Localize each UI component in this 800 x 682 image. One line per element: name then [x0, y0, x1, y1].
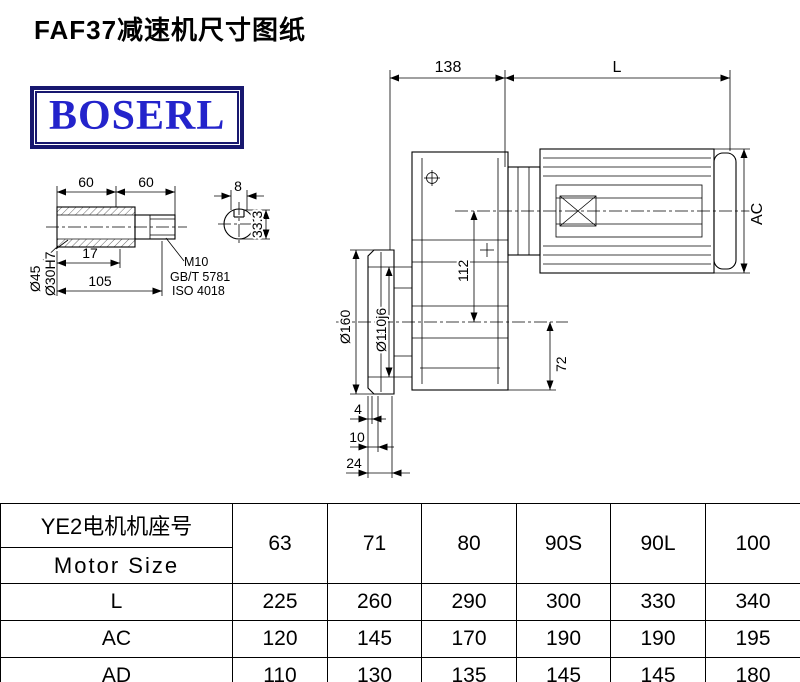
table-cell: 340: [705, 583, 800, 621]
motor-size-col-71: 71: [327, 503, 422, 584]
shaft-dim-60-left: 60: [78, 174, 94, 190]
table-cell: 145: [327, 620, 422, 658]
table-cell: 145: [516, 657, 611, 682]
table-cell: 300: [516, 583, 611, 621]
table-header-row: YE2电机机座号 Motor Size 63 71 80 90S 90L 100: [0, 503, 800, 584]
row-AD-label: AD: [0, 657, 233, 682]
table-cell: 195: [705, 620, 800, 658]
boserl-logo-frame: BOSERL: [35, 91, 240, 145]
shaft-dim-60-right: 60: [138, 174, 154, 190]
table-cell: 130: [327, 657, 422, 682]
shaft-thread-note: M10: [184, 255, 208, 269]
motor-size-col-100: 100: [705, 503, 800, 584]
row-AC-label: AC: [0, 620, 233, 658]
motor-size-col-80: 80: [421, 503, 517, 584]
dim-138-label: 138: [435, 59, 462, 76]
boserl-logo: BOSERL: [30, 86, 245, 150]
dim-24-label: 24: [346, 455, 362, 471]
dia-160-label: Ø160: [337, 310, 353, 344]
fan-cover: [713, 152, 737, 270]
table-cell: 225: [232, 583, 328, 621]
shaft-dim-105: 105: [88, 273, 112, 289]
shaft-dim-17: 17: [82, 245, 98, 261]
motor-size-col-90l: 90L: [610, 503, 706, 584]
page-title: FAF37减速机尺寸图纸: [34, 15, 307, 45]
table-cell: 190: [516, 620, 611, 658]
table-cell: 135: [421, 657, 517, 682]
key-height-dim: 33.3: [249, 211, 265, 238]
shaft-standard-note-gbt: GB/T 5781: [170, 270, 230, 284]
technical-drawing: 60 60 Ø45 Ø30H7 17 105 M10 GB/T 5781: [25, 59, 768, 478]
reducer-main-view: 138 L: [335, 59, 768, 478]
boserl-logo-text: BOSERL: [49, 93, 226, 139]
motor: [539, 148, 737, 274]
shaft-detail-drawing: 60 60 Ø45 Ø30H7 17 105 M10 GB/T 5781: [25, 174, 230, 298]
table-cell: 110: [232, 657, 328, 682]
dia-110-label: Ø110j6: [373, 308, 389, 352]
keyway-section-drawing: 8 33.3: [214, 178, 270, 246]
table-row-L: L 225 260 290 300 330 340: [0, 583, 800, 621]
shaft-dia-30-label: Ø30H7: [42, 251, 58, 296]
row-L-label: L: [0, 583, 233, 621]
dim-72-label: 72: [553, 356, 569, 372]
key-width-dim: 8: [234, 178, 242, 194]
table-cell: 120: [232, 620, 328, 658]
table-cell: 260: [327, 583, 422, 621]
shaft-standard-note-iso: ISO 4018: [172, 284, 225, 298]
motor-size-header-cn: YE2电机机座号: [1, 504, 232, 548]
table-cell: 190: [610, 620, 706, 658]
shaft-dia-45-label: Ø45: [27, 265, 43, 292]
dim-L-label: L: [613, 59, 622, 76]
dim-AC-label: AC: [749, 203, 766, 225]
dim-4-label: 4: [354, 401, 362, 417]
dimension-table: YE2电机机座号 Motor Size 63 71 80 90S 90L 100…: [0, 503, 800, 682]
motor-size-col-63: 63: [232, 503, 328, 584]
motor-size-col-90s: 90S: [516, 503, 611, 584]
dim-112-label: 112: [455, 259, 471, 282]
dim-10-label: 10: [349, 429, 365, 445]
gearbox-housing: [411, 151, 509, 391]
table-cell: 170: [421, 620, 517, 658]
table-row-AC: AC 120 145 170 190 190 195: [0, 620, 800, 658]
table-row-AD: AD 110 130 135 145 145 180: [0, 657, 800, 682]
table-cell: 180: [705, 657, 800, 682]
table-cell: 290: [421, 583, 517, 621]
table-cell: 330: [610, 583, 706, 621]
motor-size-header-cell: YE2电机机座号 Motor Size: [0, 503, 233, 584]
motor-size-header-en: Motor Size: [53, 553, 180, 578]
table-cell: 145: [610, 657, 706, 682]
